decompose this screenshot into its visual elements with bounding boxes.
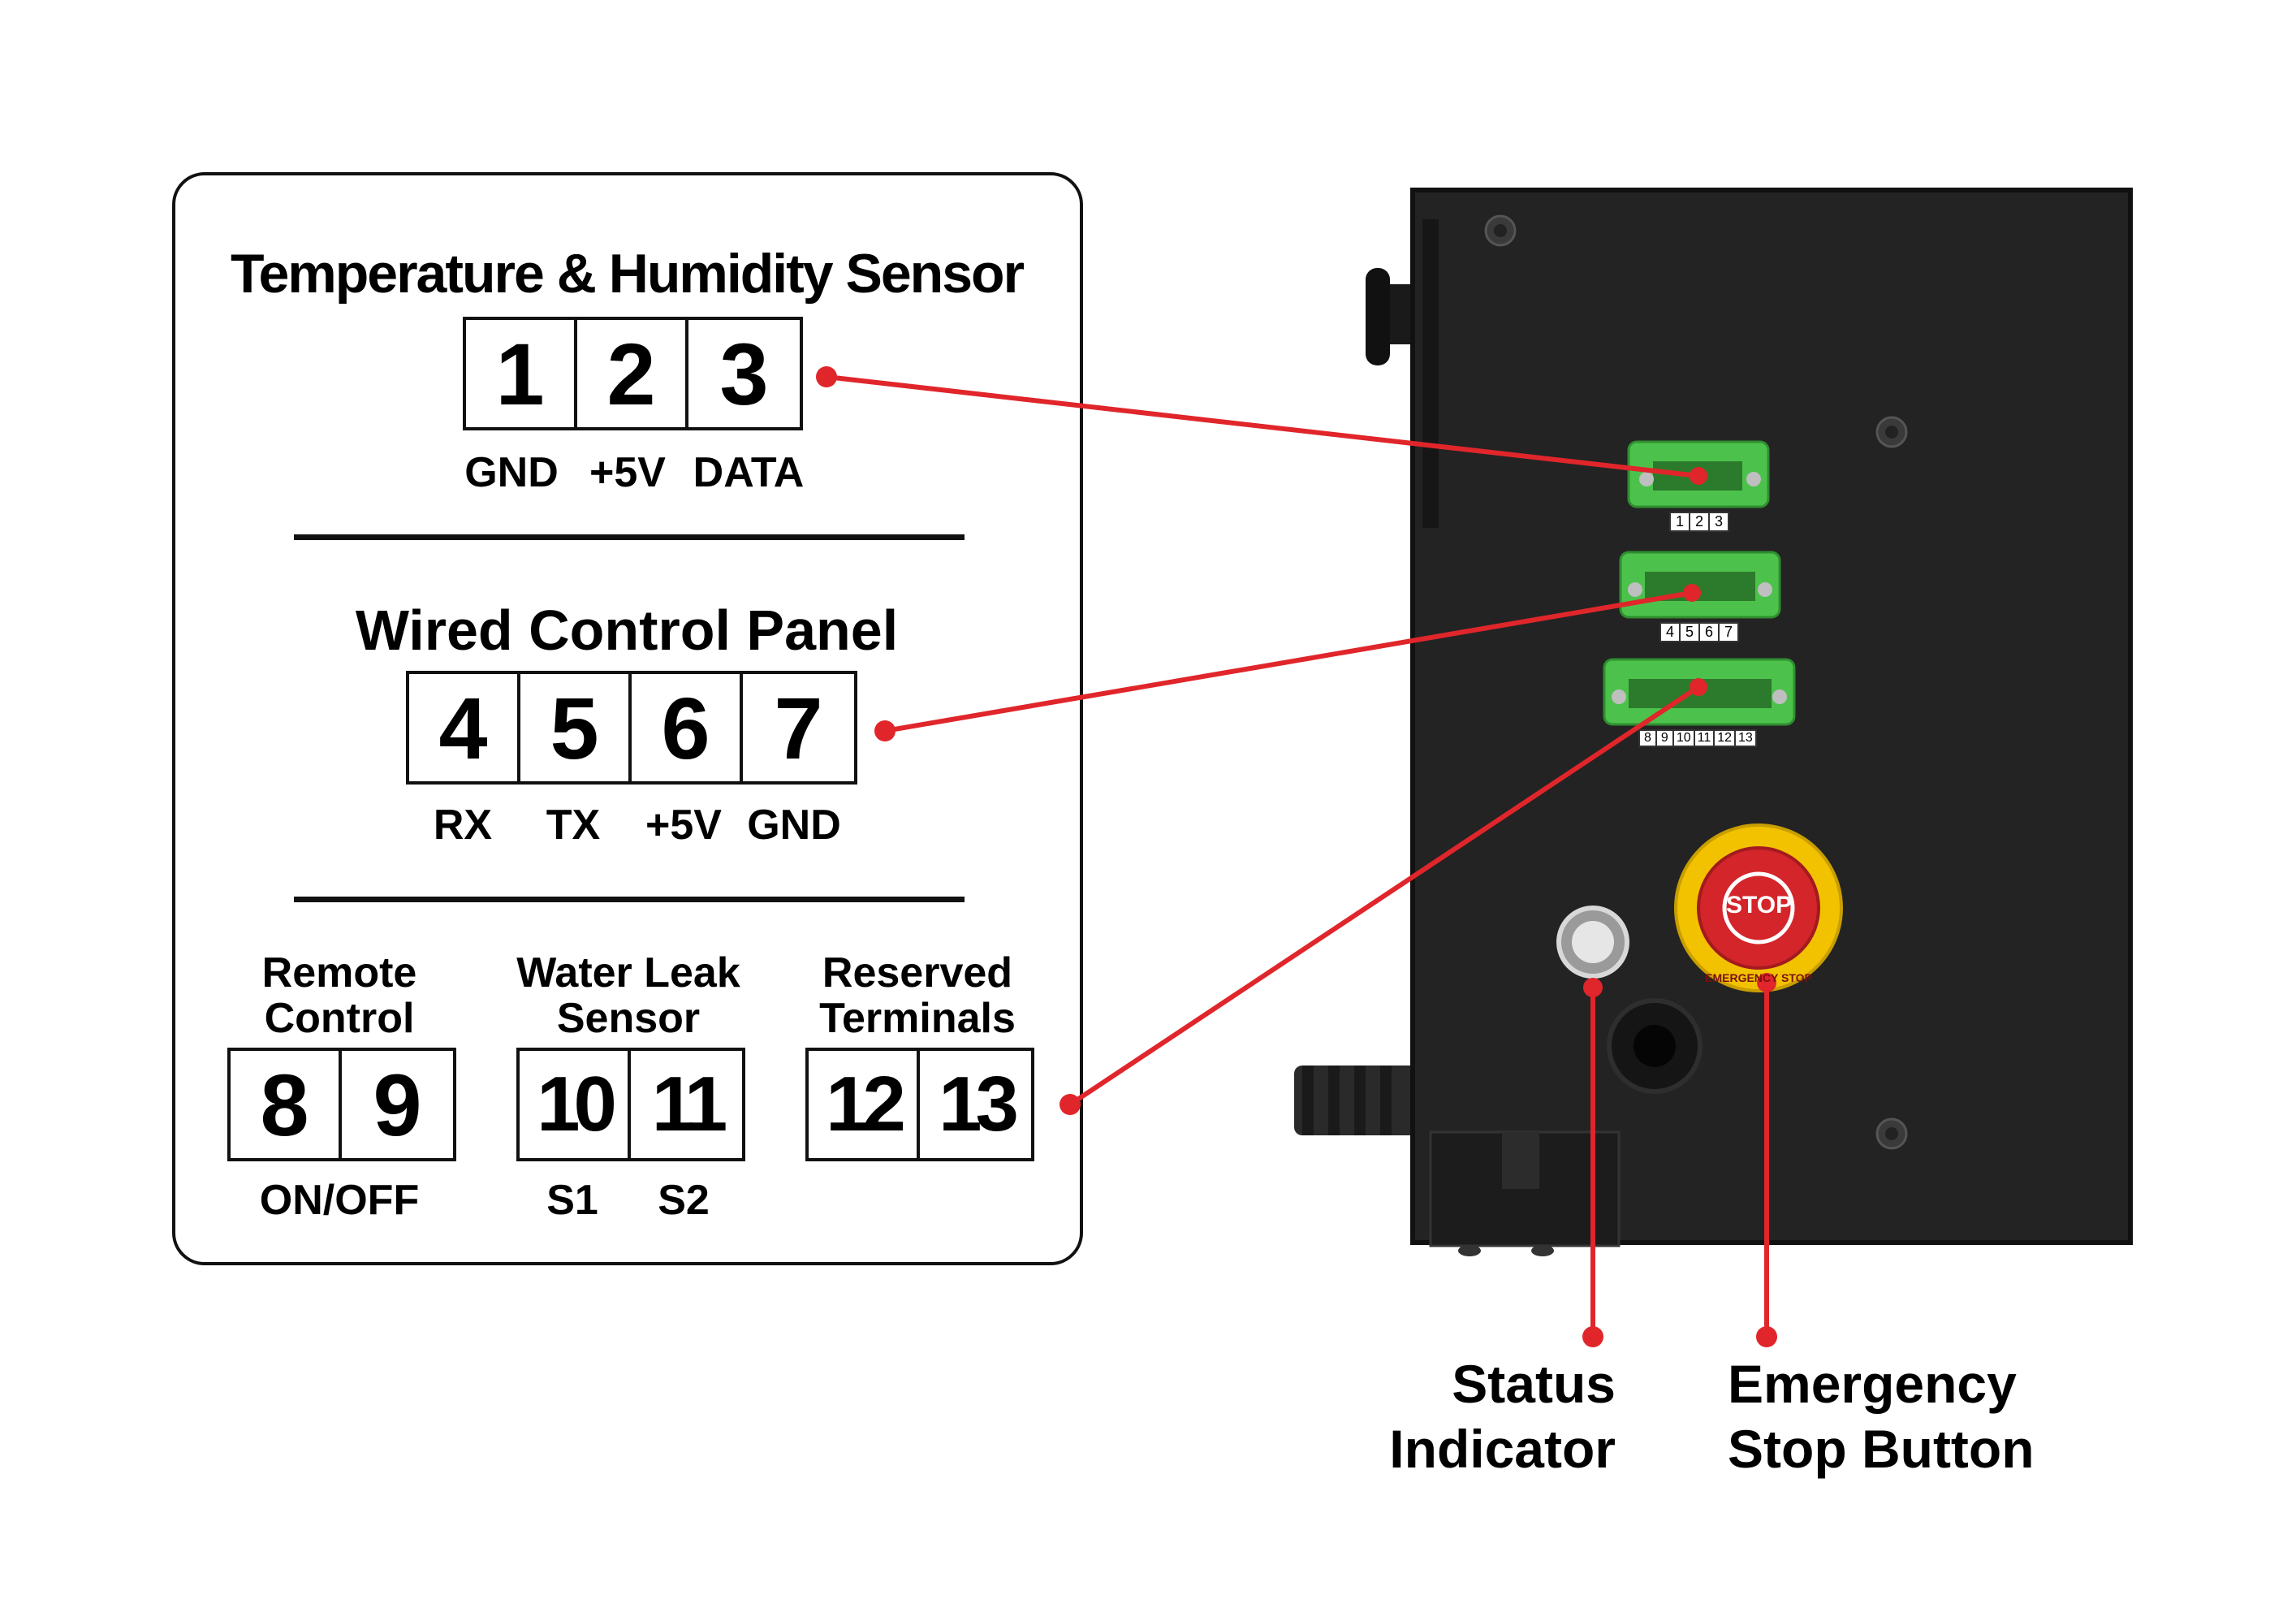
terminal-3: 3 [719, 324, 769, 423]
terminal-9: 9 [373, 1055, 422, 1154]
leader-sensor [826, 374, 1699, 478]
label-gnd-2: GND [747, 802, 841, 849]
divider-1 [294, 534, 965, 540]
leak-terminal-block: 10 11 [516, 1048, 745, 1161]
status-indicator-callout: Status Indicator [1389, 1354, 1616, 1479]
status-indicator-light [1556, 906, 1629, 979]
hose-barb-fitting [1294, 1066, 1426, 1135]
connector-8-13-label-strip: 8 9 10 11 12 13 [1638, 729, 1757, 747]
terminal-8: 8 [231, 1051, 342, 1158]
leader-bottom [1068, 685, 1700, 1107]
terminal-1: 1 [466, 320, 577, 427]
divider-2 [294, 897, 965, 902]
terminal-7: 7 [774, 678, 823, 777]
label-data: DATA [693, 449, 805, 496]
leader-lines [826, 374, 1769, 1337]
connector-4-7 [1619, 551, 1781, 619]
terminal-12: 12 [809, 1051, 920, 1158]
chassis-screws [1484, 214, 1908, 1150]
panel-title: Wired Control Panel [355, 599, 899, 662]
remote-title: Remote Control [261, 949, 417, 1042]
terminal-5: 5 [520, 674, 632, 781]
label-5v-2: +5V [645, 802, 722, 849]
emergency-stop-button [1674, 823, 1843, 992]
label-gnd: GND [464, 449, 559, 496]
label-s2: S2 [658, 1177, 710, 1224]
leak-title: Water Leak Sensor [516, 949, 740, 1042]
leader-dots [816, 366, 1777, 1347]
stop-text: STOP [1726, 892, 1793, 919]
reserved-terminal-block: 12 13 [805, 1048, 1034, 1161]
label-rx: RX [433, 802, 493, 849]
terminal-11: 11 [651, 1061, 727, 1148]
connector-1-3-label-strip: 1 2 3 [1669, 512, 1730, 532]
cable-gland [1607, 998, 1703, 1094]
leader-panel [884, 590, 1693, 733]
terminal-2: 2 [577, 320, 688, 427]
terminal-6: 6 [632, 674, 743, 781]
label-s1: S1 [546, 1177, 598, 1224]
emergency-stop-callout: Emergency Stop Button [1728, 1354, 2035, 1479]
terminal-4: 4 [409, 674, 520, 781]
panel-terminal-block: 4 5 6 7 [406, 671, 857, 785]
sensor-title: Temperature & Humidity Sensor [230, 243, 1025, 305]
connector-4-7-label-strip: 4 5 6 7 [1659, 622, 1740, 642]
label-on-off: ON/OFF [259, 1177, 420, 1224]
sensor-terminal-block: 1 2 3 [463, 317, 803, 430]
label-tx: TX [546, 802, 601, 849]
terminal-13: 13 [939, 1061, 1019, 1148]
remote-terminal-block: 8 9 [227, 1048, 456, 1161]
label-5v: +5V [589, 449, 666, 496]
stop-ring-text: EMERGENCY STOP [1705, 971, 1812, 984]
reserved-title: Reserved Terminals [819, 949, 1016, 1042]
terminal-10: 10 [520, 1051, 631, 1158]
